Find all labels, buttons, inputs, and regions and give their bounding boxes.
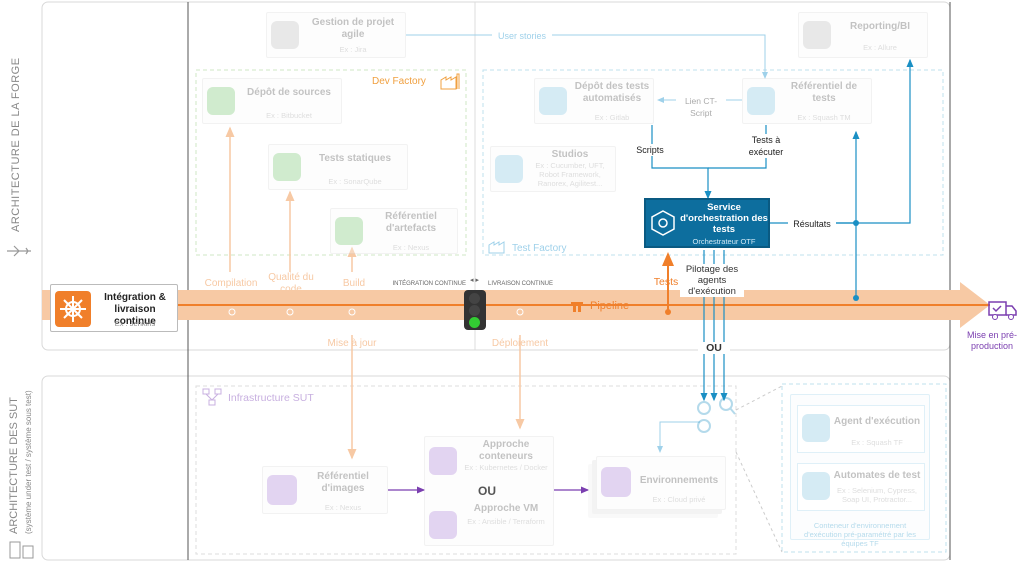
dev-factory-title: Dev Factory (372, 76, 426, 87)
integration-label: INTÉGRATION CONTINUE (392, 281, 466, 287)
chip-icon (802, 414, 830, 442)
infra-sut-title: Infrastructure SUT (228, 392, 314, 404)
compilation-label: Compilation (204, 278, 258, 289)
robot-icon (802, 472, 830, 500)
tests-statiques-box: Tests statiques Ex : SonarQube (268, 144, 408, 190)
resultats-label: Résultats (788, 218, 836, 230)
airplane-icon (6, 244, 32, 258)
ci-box: Intégration & livraison continue Ex : Je… (50, 284, 178, 332)
livraison-label: LIVRAISON CONTINUE (488, 281, 554, 287)
automates-box: Automates de test Ex : Selenium, Cypress… (797, 463, 925, 511)
ref-artefacts-box: Référentiel d'artefacts Ex : Nexus (330, 208, 458, 254)
arrows-icon: ◂ ▸ (470, 277, 479, 284)
traffic-light-icon (464, 290, 486, 330)
check-icon (747, 87, 775, 115)
test-factory-zone (482, 69, 944, 256)
sut-label: ARCHITECTURE DES SUT (8, 397, 20, 534)
ref-images-box: Référentiel d'images Ex : Nexus (262, 466, 388, 514)
layers-icon (207, 87, 235, 115)
studios-box: Studios Ex : Cucumber, UFT, Robot Framew… (490, 146, 616, 192)
server-icon (601, 467, 631, 497)
lien-ct-label: Lien CT-Script (676, 95, 726, 119)
agent-execution-box: Agent d'exécution Ex : Squash TF (797, 405, 925, 453)
reporting-box: Reporting/BI Ex : Allure (798, 12, 928, 58)
gear-icon (429, 511, 457, 539)
ou-label-sut: OU (478, 484, 496, 498)
pilotage-label: Pilotage des agents d'exécution (680, 264, 744, 297)
depot-tests-box: Dépôt des tests automatisés Ex : Gitlab (534, 78, 654, 124)
ref-tests-box: Référentiel de tests Ex : Squash TM (742, 78, 872, 124)
pipeline-label: Pipeline (590, 300, 630, 312)
environnements-box: Environnements Ex : Cloud privé (596, 456, 726, 510)
ou-label: OU (698, 342, 730, 354)
orchestration-box: Service d'orchestration des tests Orches… (644, 198, 770, 248)
factory-icon (440, 72, 460, 90)
gestion-projet-box: Gestion de projet agile Ex : Jira (266, 12, 406, 58)
infra-sut-zone (195, 385, 737, 555)
layers-icon (267, 475, 297, 505)
agents-icons (694, 394, 736, 440)
build-label: Build (342, 278, 366, 289)
tests-executer-label: Tests à exécuter (744, 134, 788, 158)
forge-label: ARCHITECTURE DE LA FORGE (10, 57, 22, 232)
scripts-label: Scripts (628, 144, 672, 156)
delivery-truck-icon (988, 298, 1018, 322)
agents-zone (781, 383, 947, 553)
tests-label: Tests (653, 276, 679, 288)
mise-a-jour-label: Mise à jour (327, 338, 377, 349)
helm-icon (55, 291, 91, 327)
depot-sources-box: Dépôt de sources Ex : Bitbucket (202, 78, 342, 124)
mise-en-preprod-label: Mise en pré-production (966, 330, 1018, 351)
network-icon (202, 388, 222, 406)
agents-container: Agent d'exécution Ex : Squash TF Automat… (790, 394, 930, 548)
reporting-icon (803, 21, 831, 49)
jira-icon (271, 21, 299, 49)
user-stories-label: User stories (492, 30, 552, 42)
servers-icon (8, 540, 36, 560)
container-icon (429, 447, 457, 475)
approches-box: Approche conteneurs Ex : Kubernetes / Do… (424, 436, 554, 546)
layers-icon (335, 217, 363, 245)
layers-icon (539, 87, 567, 115)
dev-factory-zone (195, 69, 467, 256)
test-factory-icon (488, 238, 508, 254)
pipeline-icon (570, 300, 584, 312)
code-icon (495, 155, 523, 183)
test-factory-title: Test Factory (512, 243, 567, 254)
chart-icon (273, 153, 301, 181)
deploiement-label: Déploiement (491, 338, 549, 349)
sut-sublabel: (système under test / système sous test) (24, 390, 33, 534)
gear-icon (650, 210, 676, 236)
qualite-label: Qualité du code (268, 272, 314, 295)
